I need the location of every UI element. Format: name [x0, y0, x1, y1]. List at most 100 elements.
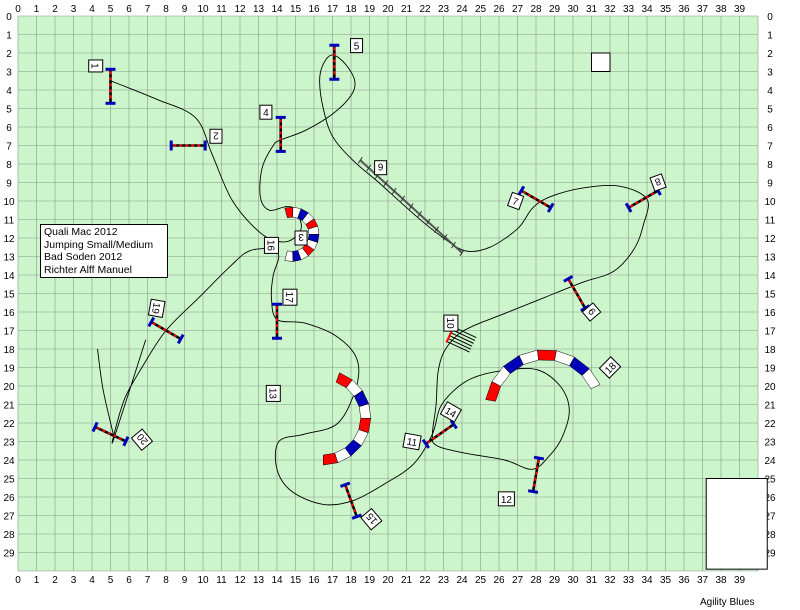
row-label: 27	[3, 512, 15, 523]
hurdle-4	[275, 115, 286, 153]
column-label: 22	[419, 4, 431, 15]
number-label-4: 4	[259, 104, 273, 120]
column-label: 8	[163, 4, 169, 15]
column-label: 38	[715, 575, 727, 586]
row-label: 1	[6, 31, 12, 42]
number-label-text: 16	[264, 240, 275, 252]
row-label: 9	[6, 179, 12, 190]
column-label: 18	[345, 575, 357, 586]
number-label-box	[130, 428, 154, 451]
course-info-line-4: Richter Alff Manuel	[44, 263, 132, 276]
hurdle-stripe	[645, 195, 649, 199]
hurdle-stripe	[650, 192, 655, 196]
column-label: 23	[438, 575, 450, 586]
hurdle-stripe	[346, 491, 350, 496]
column-label: 28	[530, 4, 542, 15]
row-label: 13	[3, 253, 15, 264]
column-label: 4	[89, 575, 95, 586]
number-label-14: 14	[439, 401, 463, 423]
walk-slat	[417, 210, 423, 218]
row-label: 18	[3, 345, 15, 356]
credit-label: Agility Blues	[700, 597, 755, 608]
number-label-19: 19	[147, 298, 166, 318]
number-label-box	[598, 356, 622, 379]
column-label: 7	[145, 4, 151, 15]
hurdle-wing	[449, 419, 458, 430]
row-label: 26	[3, 493, 15, 504]
number-label-text: 4	[263, 108, 269, 119]
hurdle-stripe	[533, 477, 537, 481]
row-label: 24	[764, 456, 776, 467]
hurdle-stripe	[441, 429, 446, 434]
row-label: 20	[3, 382, 15, 393]
number-label-text: 1	[89, 63, 100, 69]
hurdle-wing	[91, 421, 99, 433]
number-label-6: 6	[374, 160, 388, 176]
weave-pole	[451, 332, 474, 344]
hurdle-stripe	[157, 325, 162, 329]
column-label: 17	[327, 4, 339, 15]
walk-slat	[434, 226, 439, 233]
square-marker	[705, 478, 768, 570]
column-label: 3	[71, 575, 77, 586]
hurdle-stripe	[436, 433, 441, 437]
hurdle-stripe	[640, 198, 644, 202]
column-label: 25	[475, 575, 487, 586]
number-label-text: 5	[354, 42, 360, 53]
column-label: 11	[216, 4, 227, 15]
hurdle-stripe	[535, 471, 538, 475]
column-label: 35	[660, 4, 672, 15]
walk-slat	[425, 218, 431, 226]
number-label-text: 10	[444, 318, 455, 330]
column-label: 27	[512, 4, 524, 15]
hurdle-stripe	[101, 429, 106, 433]
square-marker	[591, 52, 611, 72]
tunnels	[284, 206, 601, 466]
number-label-text: 3	[298, 231, 304, 242]
walk-slat	[459, 249, 465, 257]
walk-slat	[366, 164, 372, 172]
hurdle-stripe	[574, 290, 578, 294]
column-label: 33	[623, 575, 635, 586]
course-info-line-1: Quali Mac 2012	[44, 226, 118, 238]
walk-slat	[408, 203, 414, 210]
column-label: 0	[15, 4, 21, 15]
row-label: 13	[764, 253, 776, 264]
row-label: 14	[3, 271, 15, 282]
row-label: 29	[3, 549, 15, 560]
hurdle-19	[147, 316, 185, 345]
row-label: 0	[767, 12, 773, 23]
hurdle-stripe	[577, 295, 581, 300]
number-label-text: 6	[377, 161, 383, 172]
row-label: 28	[3, 530, 15, 541]
number-label-text: 2	[213, 129, 219, 140]
column-label: 30	[567, 575, 579, 586]
hurdle-stripe	[635, 201, 639, 205]
tunnel-segment	[358, 403, 372, 419]
row-label: 29	[764, 549, 776, 560]
number-label-15: 15	[360, 507, 383, 531]
row-label: 5	[767, 105, 773, 116]
column-label: 38	[715, 4, 727, 15]
number-label-text: 19	[149, 302, 162, 315]
column-label: 6	[126, 4, 132, 15]
tunnel-segment	[323, 452, 339, 466]
number-label-5: 5	[350, 38, 364, 54]
number-label-text: 12	[501, 495, 513, 506]
column-label: 12	[234, 4, 246, 15]
column-label: 36	[678, 575, 690, 586]
hurdle-wing	[546, 202, 555, 213]
column-label: 1	[34, 575, 40, 586]
hurdle-stripe	[527, 193, 532, 198]
square-markers	[591, 52, 768, 570]
row-label: 19	[3, 364, 15, 375]
row-label: 20	[764, 382, 776, 393]
column-label: 24	[456, 575, 468, 586]
column-label: 18	[345, 4, 357, 15]
hurdle-stripe	[629, 204, 634, 208]
column-label: 3	[71, 4, 77, 15]
column-label: 25	[475, 4, 487, 15]
column-label: 12	[234, 575, 246, 586]
row-label: 7	[6, 142, 12, 153]
